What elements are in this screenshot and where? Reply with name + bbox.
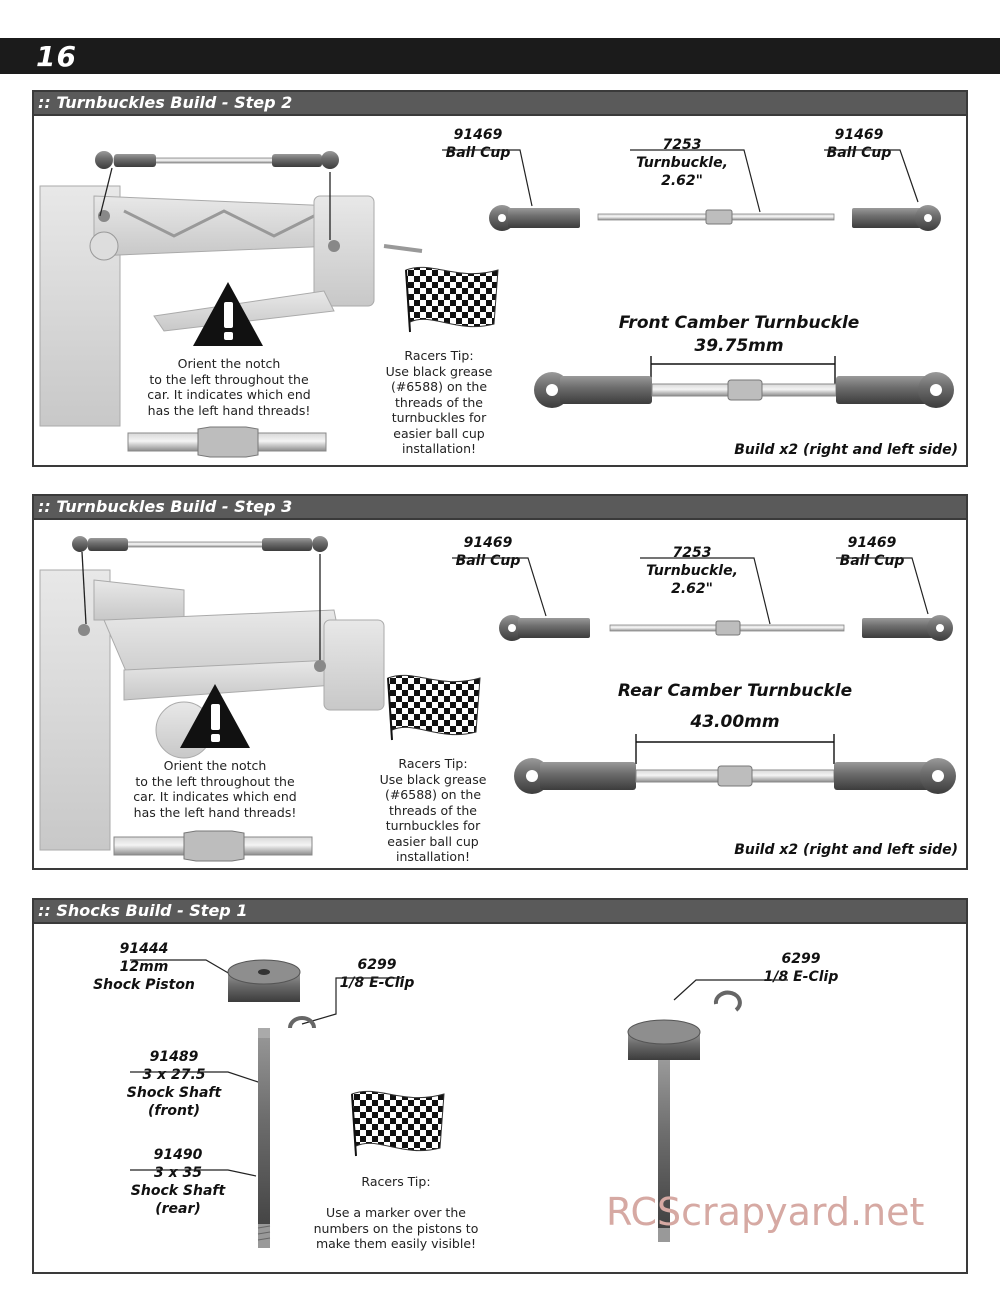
assembled-turnbuckle bbox=[514, 734, 956, 794]
assembly-name: Rear Camber Turnbuckle bbox=[617, 681, 853, 701]
section-title: :: Turnbuckles Build - Step 3 bbox=[38, 497, 293, 516]
notch-warning-note: Orient the notch to the left throughout … bbox=[133, 758, 297, 820]
shock-shaft-front-label: 91489 3 x 27.5 Shock Shaft (front) bbox=[126, 1049, 222, 1119]
build-note: Build x2 (right and left side) bbox=[734, 842, 958, 858]
section-title: :: Shocks Build - Step 1 bbox=[38, 901, 248, 920]
panel-header: :: Shocks Build - Step 1 bbox=[34, 900, 966, 924]
warning-icon bbox=[193, 282, 263, 346]
build-note: Build x2 (right and left side) bbox=[734, 442, 958, 458]
car-front-illustration bbox=[39, 151, 423, 427]
left-ball-cup-label: 91469 Ball Cup bbox=[455, 535, 521, 569]
assembly-length: 39.75mm bbox=[694, 336, 784, 356]
e-clip-left-label: 6299 1/8 E-Clip bbox=[339, 957, 415, 991]
shock-parts-exploded bbox=[130, 959, 404, 1248]
right-ball-cup-label: 91469 Ball Cup bbox=[839, 535, 905, 569]
turnbuckle-label: 7253 Turnbuckle, 2.62" bbox=[636, 137, 728, 189]
left-ball-cup-label: 91469 Ball Cup bbox=[445, 127, 511, 161]
turnbuckles-step2-panel: :: Turnbuckles Build - Step 2 Orient the… bbox=[32, 90, 968, 467]
section-title: :: Turnbuckles Build - Step 2 bbox=[38, 93, 293, 112]
checkered-flag-icon bbox=[387, 674, 481, 741]
page-number: 16 bbox=[36, 40, 77, 73]
racers-tip-note: Racers Tip: Use a marker over the number… bbox=[313, 1174, 479, 1251]
assembled-turnbuckle bbox=[534, 356, 954, 408]
notch-detail-image bbox=[113, 830, 313, 862]
right-ball-cup-label: 91469 Ball Cup bbox=[826, 127, 892, 161]
notch-warning-note: Orient the notch to the left throughout … bbox=[147, 356, 311, 418]
car-rear-illustration bbox=[39, 536, 385, 851]
parts-diagram bbox=[452, 557, 953, 641]
racers-tip-note: Racers Tip: Use black grease (#6588) on … bbox=[379, 756, 487, 864]
e-clip-right-label: 6299 1/8 E-Clip bbox=[763, 951, 839, 985]
assembly-length: 43.00mm bbox=[690, 712, 780, 732]
page-header-bar bbox=[0, 38, 1000, 74]
turnbuckles-step3-panel: :: Turnbuckles Build - Step 3 Orient the… bbox=[32, 494, 968, 870]
shocks-step1-panel: :: Shocks Build - Step 1 91444 12mm Shoc… bbox=[32, 898, 968, 1274]
watermark: RCScrapyard.net bbox=[606, 1190, 925, 1234]
shock-assembled bbox=[627, 979, 788, 1242]
checkered-flag-icon bbox=[351, 1090, 445, 1157]
notch-detail-image bbox=[127, 426, 327, 458]
panel-header: :: Turnbuckles Build - Step 2 bbox=[34, 92, 966, 116]
parts-diagram bbox=[442, 149, 941, 231]
panel-header: :: Turnbuckles Build - Step 3 bbox=[34, 496, 966, 520]
checkered-flag-icon bbox=[405, 266, 499, 333]
warning-icon bbox=[180, 684, 250, 748]
shock-shaft-rear-label: 91490 3 x 35 Shock Shaft (rear) bbox=[130, 1147, 226, 1217]
racers-tip-note: Racers Tip: Use black grease (#6588) on … bbox=[385, 348, 493, 456]
turnbuckle-label: 7253 Turnbuckle, 2.62" bbox=[646, 545, 738, 597]
shock-piston-label: 91444 12mm Shock Piston bbox=[93, 941, 195, 993]
assembly-name: Front Camber Turnbuckle bbox=[618, 313, 860, 333]
